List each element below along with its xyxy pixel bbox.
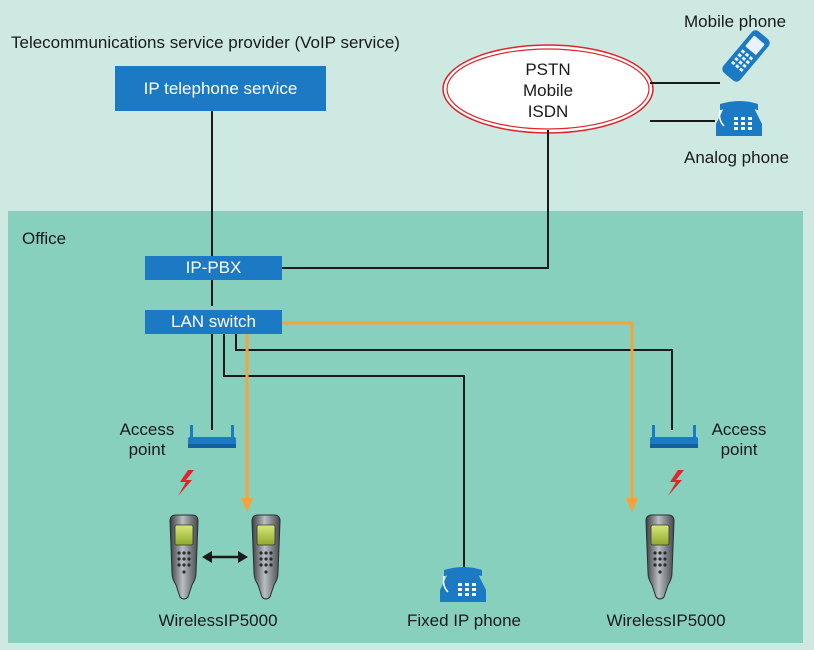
analog-phone-label: Analog phone bbox=[684, 148, 789, 167]
wireless-links bbox=[245, 321, 634, 500]
access-point-left-line1: Access bbox=[119, 420, 175, 439]
access-point-right-line2: point bbox=[720, 440, 758, 459]
handset-left-label: WirelessIP5000 bbox=[158, 611, 278, 630]
cloud-line-pstn: PSTN bbox=[525, 60, 571, 79]
wire-pbx-to-pstn bbox=[282, 130, 549, 269]
access-point-right-label: Access point bbox=[704, 420, 774, 460]
wire-switch-to-ap-right bbox=[235, 332, 673, 430]
office-label: Office bbox=[22, 229, 67, 248]
fixed-ip-phone-icon bbox=[439, 566, 487, 603]
wired-links bbox=[211, 82, 720, 573]
wire-switch-to-fixed-phone bbox=[223, 332, 465, 573]
access-point-left-label: Access point bbox=[112, 420, 182, 460]
mobile-phone-label: Mobile phone bbox=[684, 12, 787, 31]
fixed-ip-phone-label: Fixed IP phone bbox=[406, 611, 522, 630]
mobile-phone-icon bbox=[722, 30, 770, 82]
network-cloud-label: PSTN Mobile ISDN bbox=[508, 59, 588, 122]
cloud-line-isdn: ISDN bbox=[527, 102, 569, 121]
ip-telephone-service-box: IP telephone service bbox=[115, 66, 326, 111]
lan-switch-box: LAN switch bbox=[145, 310, 282, 334]
access-point-right-line1: Access bbox=[711, 420, 767, 439]
analog-phone-icon bbox=[715, 100, 763, 137]
cloud-line-mobile: Mobile bbox=[522, 81, 574, 100]
handset-right-label: WirelessIP5000 bbox=[606, 611, 726, 630]
provider-label: Telecommunications service provider (VoI… bbox=[11, 33, 400, 52]
handset-link-arrow bbox=[202, 551, 248, 563]
ip-pbx-box: IP-PBX bbox=[145, 256, 282, 280]
access-point-left-line2: point bbox=[128, 440, 166, 459]
